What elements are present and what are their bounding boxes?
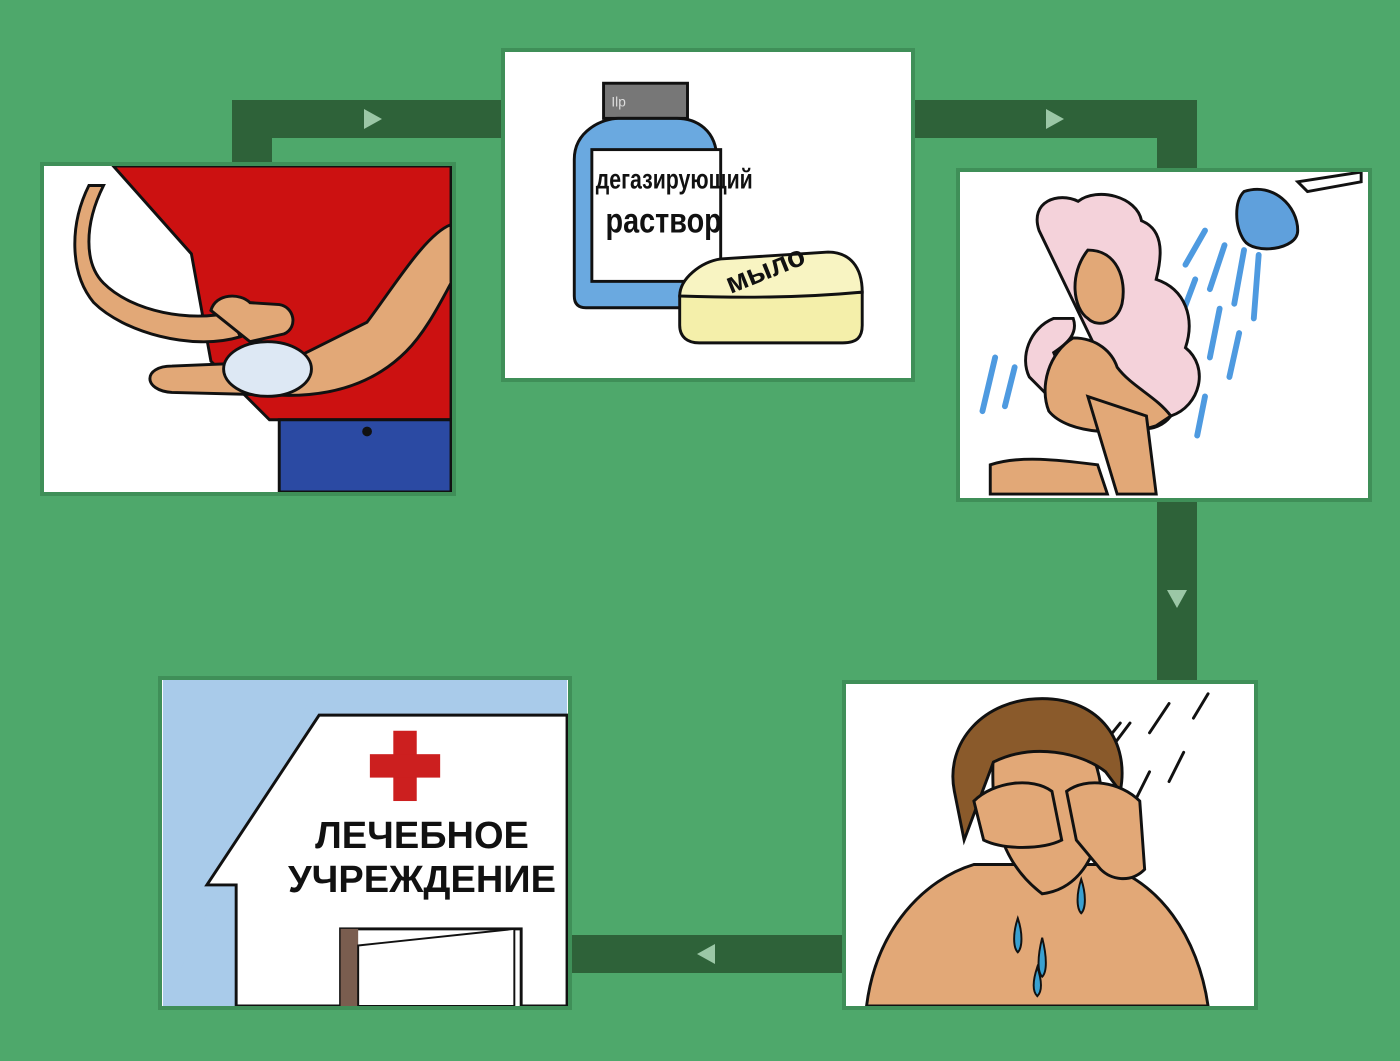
connector-top-right-down: [1157, 100, 1197, 172]
wipe-skin-icon: [44, 166, 452, 492]
svg-text:Ilp: Ilp: [611, 95, 626, 110]
step-solution-soap-card: Ilp дегазирующий раствор мыло: [501, 48, 915, 382]
wash-eyes-icon: [846, 684, 1254, 1006]
step-hospital-card: ЛЕЧЕБНОЕ УЧРЕЖДЕНИЕ: [158, 676, 572, 1010]
hospital-sign-line1: ЛЕЧЕБНОЕ: [257, 814, 572, 858]
arrow-left-icon: [697, 944, 715, 964]
bottle-label-line2: раствор: [606, 201, 722, 240]
connector-top-left-down: [232, 100, 272, 168]
decontaminant-and-soap-icon: Ilp дегазирующий раствор мыло: [505, 52, 911, 378]
arrow-down-icon: [1167, 590, 1187, 608]
step-shower-card: [956, 168, 1372, 502]
step-wash-eyes-card: [842, 680, 1258, 1010]
step-wipe-skin-card: [40, 162, 456, 496]
shower-icon: [960, 172, 1368, 498]
arrow-right-icon: [1046, 109, 1064, 129]
hospital-sign-line2: УЧРЕЖДЕНИЕ: [257, 858, 572, 902]
bottle-label-line1: дегазирующий: [596, 165, 753, 195]
arrow-right-icon: [364, 109, 382, 129]
